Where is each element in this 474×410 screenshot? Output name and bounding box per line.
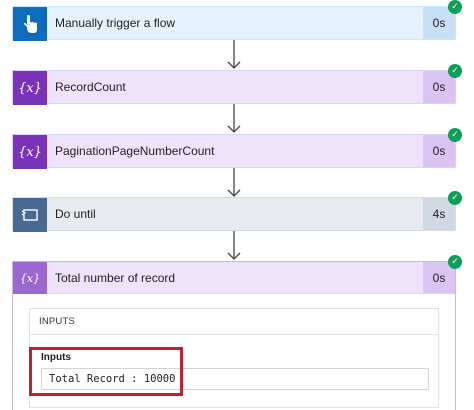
hand-pointer-icon xyxy=(13,7,47,41)
step-title: Do until xyxy=(55,207,96,221)
inputs-section: INPUTS xyxy=(29,308,439,408)
step-title: RecordCount xyxy=(55,80,126,94)
step-recordcount[interactable]: {x} RecordCount 0s xyxy=(12,70,456,105)
step-title: Manually trigger a flow xyxy=(55,16,176,30)
step-manually-trigger[interactable]: Manually trigger a flow 0s xyxy=(12,6,456,41)
success-check-icon: ✓ xyxy=(448,128,462,142)
highlight-box xyxy=(29,347,183,396)
flow-arrow-icon xyxy=(227,40,241,69)
success-check-icon: ✓ xyxy=(448,0,462,14)
step-paginationpagenumbercount[interactable]: {x} PaginationPageNumberCount 0s xyxy=(12,134,456,169)
success-check-icon: ✓ xyxy=(448,191,462,205)
compose-variable-icon: {x} xyxy=(13,262,47,294)
inputs-section-header[interactable]: INPUTS xyxy=(30,309,438,335)
step-title: PaginationPageNumberCount xyxy=(55,144,215,158)
success-check-icon: ✓ xyxy=(448,255,462,269)
flow-arrow-icon xyxy=(227,104,241,133)
inputs-field-label: Inputs xyxy=(41,352,71,363)
loop-icon xyxy=(13,198,47,232)
variable-icon: {x} xyxy=(13,135,47,169)
inputs-value-field[interactable]: Total Record : 10000 xyxy=(41,368,429,390)
step-title: Total number of record xyxy=(55,270,176,285)
flow-arrow-icon xyxy=(227,168,241,197)
step-do-until[interactable]: Do until 4s xyxy=(12,197,456,232)
success-check-icon: ✓ xyxy=(448,64,462,78)
step-header[interactable]: {x} Total number of record 0s xyxy=(13,262,455,294)
flow-arrow-icon xyxy=(227,231,241,260)
variable-icon: {x} xyxy=(13,71,47,105)
